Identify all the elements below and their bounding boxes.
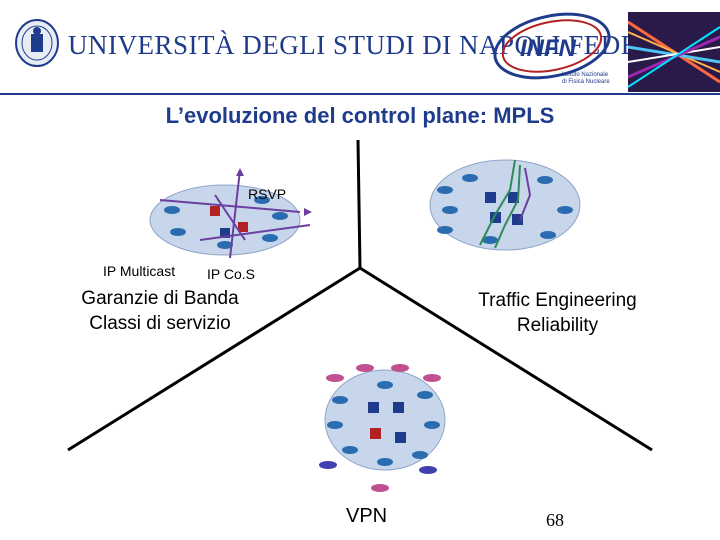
slide-header: UNIVERSITÀ DEGLI STUDI DI NAPOLI FEDERIC… (0, 0, 720, 95)
university-seal-icon (15, 19, 59, 67)
spoke-right (359, 266, 653, 452)
svg-text:Istituto Nazionale: Istituto Nazionale (562, 72, 609, 78)
spoke-left (67, 266, 361, 452)
bottom-network-cloud (319, 364, 446, 492)
university-name: UNIVERSITÀ DEGLI STUDI DI NAPOLI FEDERIC… (68, 30, 720, 60)
svg-text:INFN: INFN (520, 35, 577, 62)
right-caption: Traffic Engineering Reliability (450, 288, 665, 338)
right-caption-line2: Reliability (516, 315, 599, 336)
vpn-label: VPN (346, 505, 388, 527)
svg-text:di Fisica Nucleare: di Fisica Nucleare (562, 79, 610, 85)
infn-logo: INFN Istituto Nazionale di Fisica Nuclea… (493, 12, 611, 85)
left-caption-line1: Garanzie di Banda (81, 288, 239, 309)
optical-fiber-image (628, 12, 720, 92)
header-divider (0, 93, 720, 95)
right-network-cloud (429, 159, 581, 251)
rsvp-label: RSVP (248, 186, 287, 202)
page-number: 68 (546, 510, 564, 530)
slide-title: L’evoluzione del control plane: MPLS (165, 103, 555, 128)
left-caption: Garanzie di Banda Classi di servizio (55, 286, 265, 336)
left-network-cloud (149, 168, 312, 259)
ip-cos-label: IP Co.S (207, 266, 255, 282)
left-caption-line2: Classi di servizio (89, 313, 231, 334)
right-caption-line1: Traffic Engineering (478, 290, 637, 311)
spoke-top (356, 139, 362, 269)
ip-multicast-label: IP Multicast (103, 263, 176, 279)
